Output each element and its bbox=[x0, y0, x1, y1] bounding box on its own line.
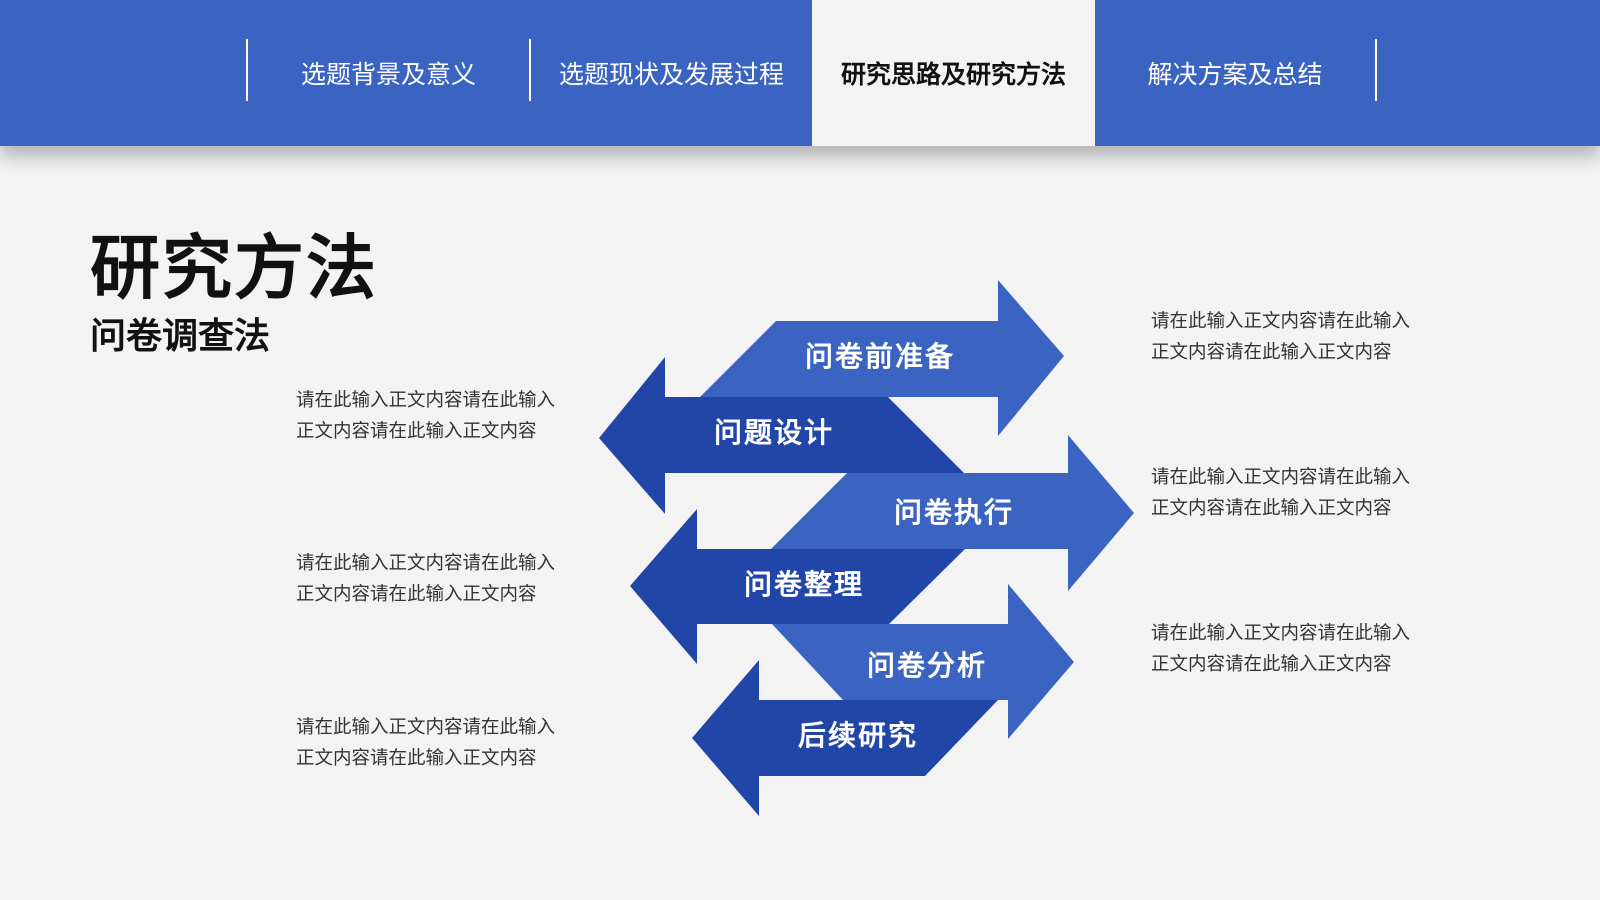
step-label-6: 后续研究 bbox=[798, 719, 918, 752]
note-left-2: 请在此输入正文内容请在此输入正文内容请在此输入正文内容 bbox=[296, 553, 556, 605]
nav-divider bbox=[1375, 39, 1377, 101]
nav-divider bbox=[529, 39, 531, 101]
step-label-1: 问卷前准备 bbox=[805, 340, 955, 373]
page-subtitle: 问卷调查法 bbox=[90, 316, 271, 357]
nav-divider bbox=[246, 39, 248, 101]
step-label-2: 问题设计 bbox=[714, 416, 834, 449]
arrow-left-step4 bbox=[630, 509, 965, 664]
page-title: 研究方法 bbox=[90, 227, 378, 309]
arrow-left-step2 bbox=[599, 357, 964, 514]
arrow-right-step3 bbox=[771, 435, 1134, 591]
arrow-right-step5 bbox=[772, 584, 1074, 739]
step-label-3: 问卷执行 bbox=[894, 496, 1014, 529]
top-nav-bar: 选题背景及意义 选题现状及发展过程 研究思路及研究方法 解决方案及总结 bbox=[0, 0, 1600, 146]
arrow-left-step6 bbox=[692, 660, 998, 816]
tab-solution-summary[interactable]: 解决方案及总结 bbox=[1147, 60, 1323, 89]
note-right-3: 请在此输入正文内容请在此输入正文内容请在此输入正文内容 bbox=[1151, 623, 1411, 675]
step-label-5: 问卷分析 bbox=[867, 649, 987, 682]
note-right-2: 请在此输入正文内容请在此输入正文内容请在此输入正文内容 bbox=[1151, 467, 1411, 519]
step-label-4: 问卷整理 bbox=[744, 568, 864, 601]
tab-status-development[interactable]: 选题现状及发展过程 bbox=[558, 60, 784, 89]
tab-research-methods[interactable]: 研究思路及研究方法 bbox=[812, 0, 1095, 146]
tab-background-significance[interactable]: 选题背景及意义 bbox=[300, 60, 476, 89]
note-left-3: 请在此输入正文内容请在此输入正文内容请在此输入正文内容 bbox=[296, 717, 556, 769]
note-left-1: 请在此输入正文内容请在此输入正文内容请在此输入正文内容 bbox=[296, 390, 556, 442]
note-right-1: 请在此输入正文内容请在此输入正文内容请在此输入正文内容 bbox=[1151, 311, 1411, 363]
